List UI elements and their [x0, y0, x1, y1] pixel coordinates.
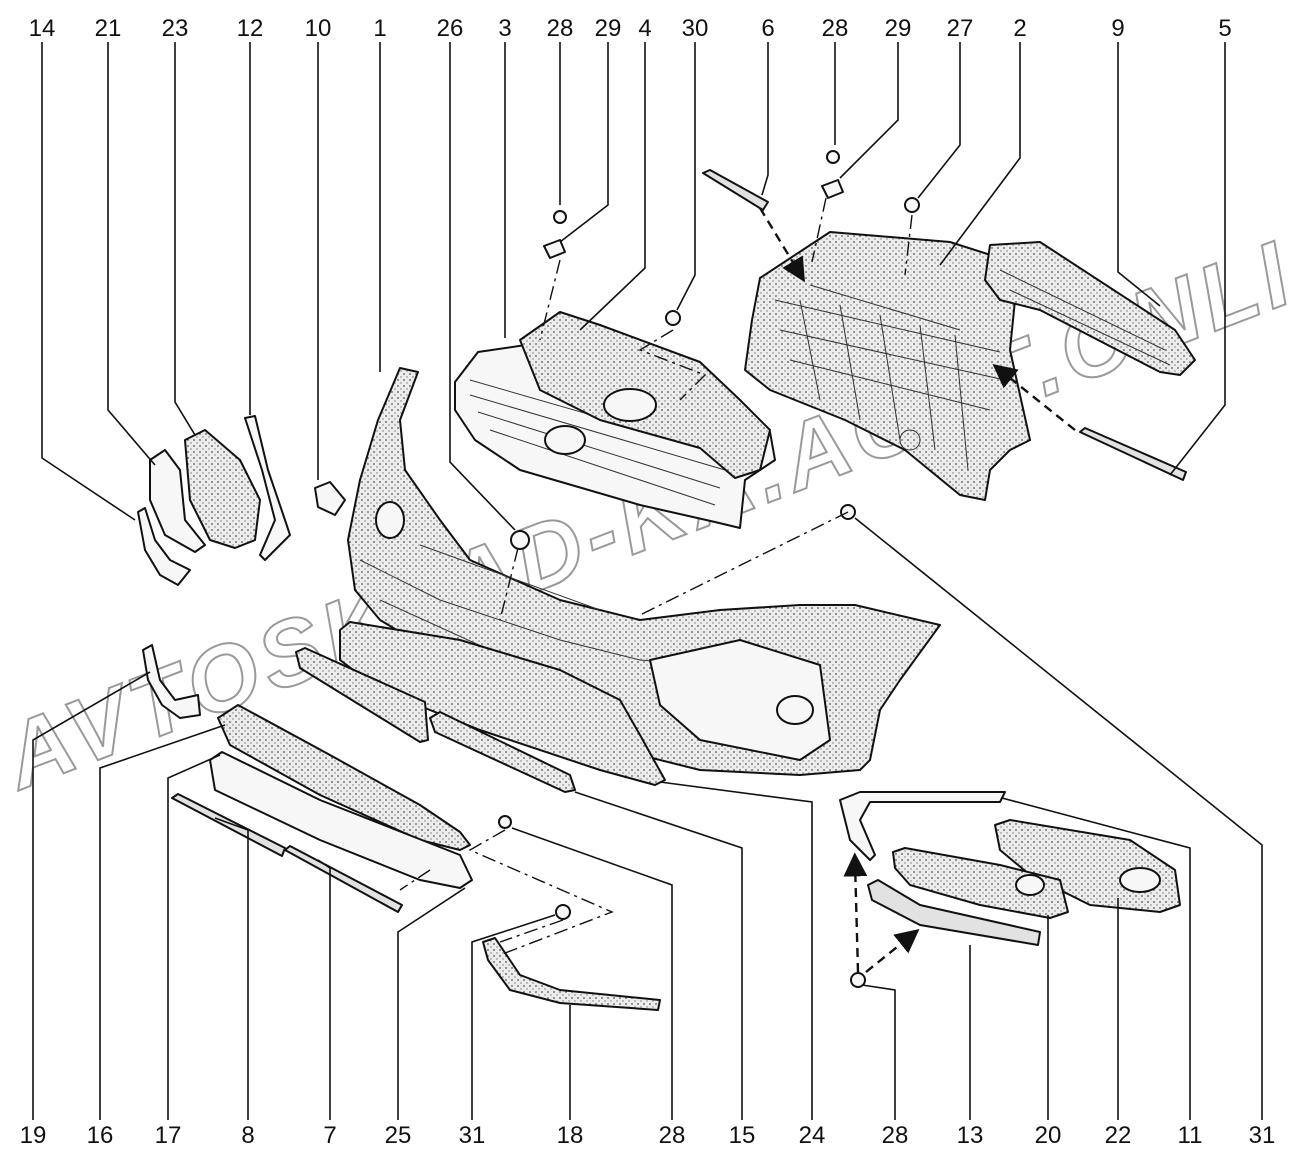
- callout-top-1: 1: [373, 15, 386, 42]
- callout-bottom-31-b: 31: [1249, 1122, 1276, 1149]
- callout-top-21: 21: [95, 15, 122, 42]
- callout-top-3: 3: [498, 15, 511, 42]
- part-6-seal: [702, 169, 769, 211]
- callout-top-27: 27: [947, 15, 974, 42]
- callout-bottom-17: 17: [155, 1122, 182, 1149]
- callout-top-2: 2: [1013, 15, 1026, 42]
- parts: [137, 150, 1196, 1011]
- part-25-trim: [209, 751, 473, 889]
- callout-top-14: 14: [29, 15, 56, 42]
- fastener-31-b: [555, 904, 571, 920]
- callout-top-29-a: 29: [595, 15, 622, 42]
- callout-top-5: 5: [1218, 15, 1231, 42]
- leader-lines: [32, 42, 1263, 1120]
- callout-bottom-11: 11: [1178, 1122, 1203, 1149]
- part-10-tow-cap: [314, 481, 346, 516]
- fastener-28-b: [826, 150, 840, 164]
- fasteners: [498, 150, 920, 988]
- callout-bottom-19: 19: [20, 1122, 47, 1149]
- callout-top-4: 4: [638, 15, 651, 42]
- callout-bottom-18: 18: [557, 1122, 584, 1149]
- callout-bottom-16: 16: [87, 1122, 114, 1149]
- callout-bottom-31-a: 31: [459, 1122, 486, 1149]
- callout-top-28-a: 28: [547, 15, 574, 42]
- part-17-lower-support: [217, 704, 471, 851]
- fastener-31-a: [840, 504, 856, 520]
- part-20-fog-hole: [1015, 874, 1045, 896]
- part-5-seal: [1079, 427, 1187, 481]
- fastener-28-a: [553, 210, 567, 224]
- callout-bottom-20: 20: [1035, 1122, 1062, 1149]
- fastener-29-a: [543, 239, 566, 259]
- bottom-callouts: 19 16 17 8 7 25 31 18 28 15 24 28 13 20 …: [20, 1122, 1276, 1149]
- fastener-28-c: [498, 815, 512, 829]
- part-13-trim: [867, 879, 1041, 946]
- part-11-frame: [839, 791, 1006, 861]
- fastener-28-d: [850, 972, 866, 988]
- fastener-26: [510, 530, 530, 550]
- part-19-side-bracket: [142, 644, 201, 719]
- callout-top-28-b: 28: [822, 15, 849, 42]
- callout-bottom-22: 22: [1105, 1122, 1132, 1149]
- callout-bottom-15: 15: [729, 1122, 756, 1149]
- top-callouts: 14 21 23 12 10 1 26 3 28 29 4 30 6 28 29…: [29, 15, 1232, 42]
- part-20-fog-bezel: [892, 847, 1069, 919]
- callout-top-26: 26: [437, 15, 464, 42]
- callout-top-29-b: 29: [885, 15, 912, 42]
- fastener-29-b: [821, 179, 844, 199]
- callout-bottom-13: 13: [957, 1122, 984, 1149]
- callout-bottom-28-b: 28: [882, 1122, 909, 1149]
- part-14-side-trim: [137, 507, 191, 586]
- fastener-30: [665, 310, 681, 326]
- callout-bottom-25: 25: [385, 1122, 412, 1149]
- callout-top-9: 9: [1111, 15, 1124, 42]
- part-16-lower-grille: [295, 647, 429, 743]
- part-2-front-panel: [744, 231, 1031, 501]
- callout-bottom-24: 24: [799, 1122, 826, 1149]
- fastener-27: [904, 197, 920, 213]
- part-12-side-strip: [244, 415, 291, 561]
- part-23-side-bracket: [184, 429, 261, 549]
- part-22-fog-hole: [1119, 867, 1161, 893]
- callout-top-10: 10: [305, 15, 332, 42]
- assembly-lines: [399, 197, 1076, 973]
- part-21-side-bracket: [149, 449, 206, 553]
- callout-top-30: 30: [682, 15, 709, 42]
- callout-top-6: 6: [761, 15, 774, 42]
- callout-bottom-8: 8: [241, 1122, 254, 1149]
- callout-bottom-28-a: 28: [659, 1122, 686, 1149]
- part-8-strip: [171, 793, 286, 857]
- part-18-lower-trim: [482, 937, 661, 1011]
- part-15-lower-grille: [429, 711, 576, 793]
- callout-bottom-7: 7: [323, 1122, 336, 1149]
- callout-top-12: 12: [237, 15, 264, 42]
- callout-top-23: 23: [162, 15, 189, 42]
- part-9-cross-member: [984, 241, 1196, 376]
- part-3-4-radiator-grille: [454, 311, 776, 529]
- part-7-strip: [284, 845, 403, 913]
